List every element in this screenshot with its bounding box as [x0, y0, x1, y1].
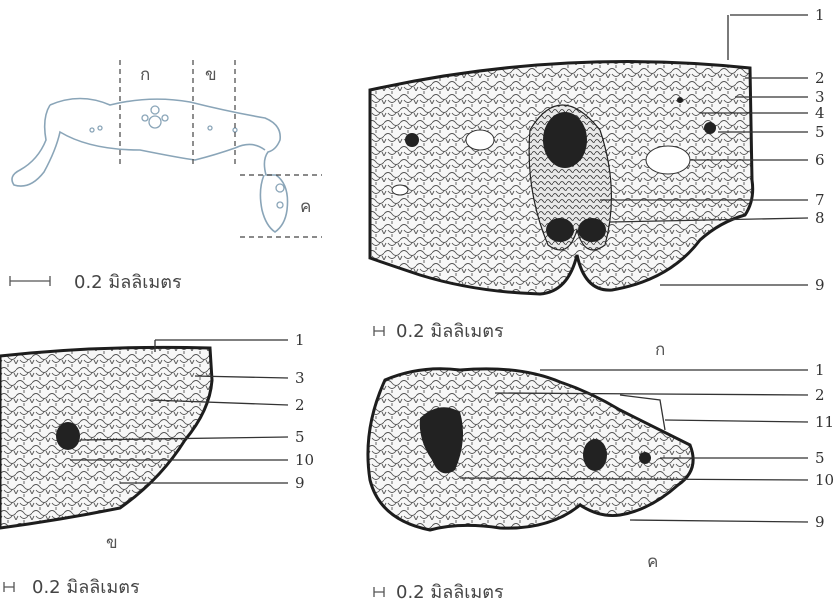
panel-c: 1 2 11 5 10 9 ค 0.2 มิลลิเมตร — [368, 361, 834, 603]
panel-a-label-1: 1 — [815, 6, 825, 24]
panel-a-label-4: 4 — [815, 104, 825, 122]
panel-b-label-2: 2 — [295, 396, 305, 414]
panel-a-label-8: 8 — [815, 209, 825, 227]
panel-b-letter: ข — [106, 533, 118, 553]
panel-c-label-2: 2 — [815, 386, 825, 404]
overview-scale-bar: 0.2 มิลลิเมตร — [10, 272, 182, 293]
panel-c-scale-label: 0.2 มิลลิเมตร — [396, 582, 504, 603]
panel-b-label-5: 5 — [295, 428, 305, 446]
panel-b-label-10: 10 — [295, 451, 314, 469]
overview-region-a: ก — [140, 65, 150, 85]
panel-a-letter: ก — [655, 340, 665, 360]
overview-scale-label: 0.2 มิลลิเมตร — [74, 272, 182, 293]
panel-b: 1 3 2 5 10 9 ข 0.2 มิลลิเมตร — [0, 331, 314, 598]
panel-a-label-5: 5 — [815, 123, 825, 141]
panel-c-label-5: 5 — [815, 449, 825, 467]
panel-a-label-7: 7 — [815, 191, 825, 209]
panel-c-label-11: 11 — [815, 413, 834, 431]
overview-vascular-bundles — [90, 106, 284, 208]
panel-b-label-9: 9 — [295, 474, 305, 492]
overview-diagram: ก ข ค — [12, 60, 322, 237]
panel-b-label-3: 3 — [295, 369, 305, 387]
panel-a: 1 2 3 4 5 6 7 8 9 ก 0.2 มิลลิเมตร — [370, 6, 825, 360]
overview-region-c: ค — [300, 197, 311, 217]
panel-c-letter: ค — [647, 552, 658, 572]
panel-b-scale-label: 0.2 มิลลิเมตร — [32, 577, 140, 598]
panel-a-label-2: 2 — [815, 69, 825, 87]
panel-c-label-10: 10 — [815, 471, 834, 489]
panel-b-section — [0, 347, 212, 528]
overview-region-dividers — [120, 60, 322, 237]
panel-b-vascular-bundle — [56, 422, 80, 450]
panel-a-scale-label: 0.2 มิลลิเมตร — [396, 321, 504, 342]
panel-c-label-1: 1 — [815, 361, 825, 379]
panel-b-label-1: 1 — [295, 331, 305, 349]
panel-c-label-9: 9 — [815, 513, 825, 531]
overview-region-b: ข — [205, 65, 217, 85]
panel-a-label-6: 6 — [815, 151, 825, 169]
panel-a-label-9: 9 — [815, 276, 825, 294]
